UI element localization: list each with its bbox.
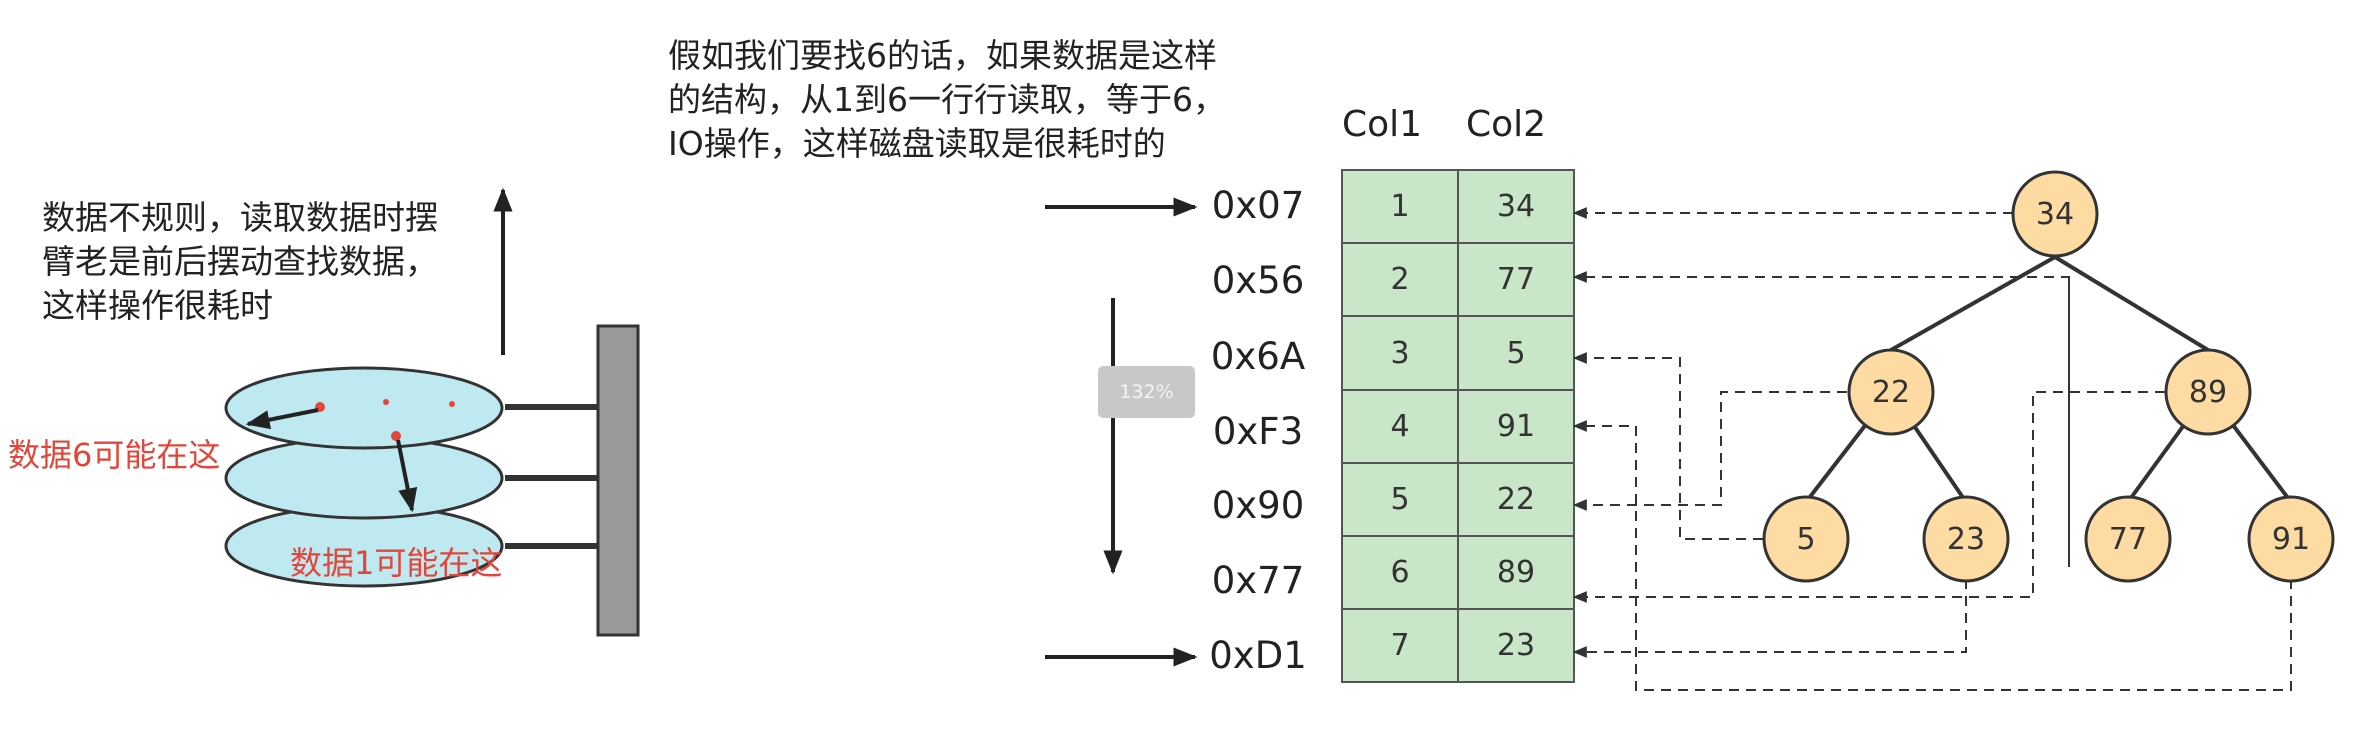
search-note-line1: 假如我们要找6的话，如果数据是这样 (668, 36, 1217, 75)
pointer-arrow-data1 (396, 439, 418, 513)
reference-links (1572, 207, 2292, 691)
table-cell-col2: 34 (1496, 189, 1536, 224)
table-cell-col1: 4 (1390, 409, 1410, 444)
link-5 (1572, 352, 1763, 540)
disk-spindle (596, 324, 640, 637)
col2-header: Col2 (1466, 104, 1547, 145)
table-cell-col2: 91 (1496, 409, 1536, 444)
row-address: 0xD1 (1209, 634, 1307, 677)
table-cell-col2: 77 (1496, 262, 1536, 297)
table-cell-col1: 7 (1390, 628, 1410, 663)
table-cell-col1: 2 (1390, 262, 1410, 297)
disk-note-line3: 这样操作很耗时 (42, 286, 273, 325)
row-address: 0x77 (1211, 559, 1305, 602)
disk-platter-top (224, 366, 504, 450)
data6-location-label: 数据6可能在这 (8, 436, 221, 474)
tree-node-label: 5 (1796, 521, 1816, 557)
tree-node-right (2164, 348, 2252, 436)
link-77 (1572, 271, 2070, 567)
disk-note-line2: 臂老是前后摆动查找数据， (42, 242, 438, 281)
link-89 (1572, 391, 2165, 603)
zoom-level-badge: 132% (1098, 366, 1195, 418)
tree-node-label: 91 (2271, 521, 2311, 557)
row-address: 0x90 (1211, 484, 1305, 527)
tree-node-label: 22 (1871, 374, 1911, 410)
table-cell-col2: 22 (1496, 482, 1536, 517)
search-note-line3: IO操作，这样磁盘读取是很耗时的 (668, 124, 1166, 163)
row-address: 0x6A (1210, 335, 1306, 378)
data-dot (391, 431, 401, 441)
data-dot (449, 401, 455, 407)
col1-header: Col1 (1342, 104, 1423, 145)
row-address: 0xF3 (1212, 410, 1304, 453)
table-cell-col1: 3 (1390, 335, 1410, 371)
tree-node-right-left (2084, 495, 2172, 583)
link-22 (1572, 391, 1847, 511)
data-dot (383, 399, 389, 405)
tree-node-label: 23 (1946, 521, 1986, 557)
tree-node-left (1847, 348, 1935, 436)
tree-node-left-right (1922, 495, 2010, 583)
search-note-line2: 的结构，从1到6一行行读取，等于6， (668, 80, 1226, 119)
table-cell-col2: 89 (1496, 555, 1536, 590)
table-cell-col2: 23 (1496, 628, 1536, 663)
tree-node-label: 89 (2188, 374, 2228, 410)
tree-node-right-right (2247, 495, 2335, 583)
table-grid (1341, 169, 1575, 683)
tree-node-root (2011, 170, 2099, 258)
link-91 (1572, 420, 2292, 691)
tree-node-label: 34 (2035, 196, 2075, 232)
table-cell-col1: 5 (1390, 482, 1410, 517)
disk-platter-middle (224, 436, 504, 520)
data1-location-label: 数据1可能在这 (290, 544, 503, 582)
disk-note-line1: 数据不规则，读取数据时摆 (42, 198, 438, 237)
pointer-arrow-data6 (245, 408, 319, 430)
row-address: 0x07 (1211, 184, 1305, 227)
tree-node-left-left (1762, 495, 1850, 583)
table-cell-col1: 6 (1390, 555, 1410, 590)
link-23 (1572, 579, 1967, 658)
row-address: 0x56 (1211, 259, 1305, 302)
table-cell-col1: 1 (1390, 189, 1410, 224)
tree-node-label: 77 (2108, 521, 2148, 557)
table-cell-col2: 5 (1506, 335, 1526, 371)
